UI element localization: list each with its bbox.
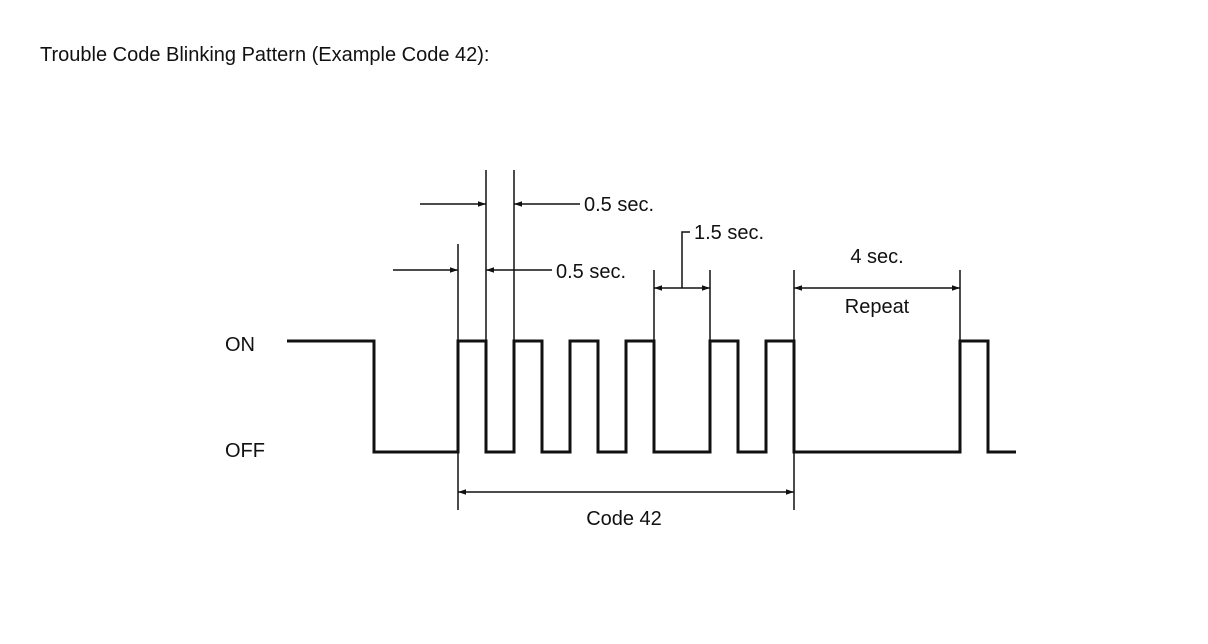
repeat-pause-label: 4 sec. [850, 246, 903, 268]
page-title: Trouble Code Blinking Pattern (Example C… [40, 44, 490, 66]
blink-waveform [287, 339, 1016, 454]
code-label: Code 42 [586, 508, 662, 530]
on-duration-label: 0.5 sec. [584, 194, 654, 216]
repeat-label: Repeat [845, 296, 910, 318]
digit-pause-dimension [654, 231, 710, 291]
on-level-label: ON [225, 334, 255, 356]
off-duration-label: 0.5 sec. [556, 261, 626, 283]
off-level-label: OFF [225, 440, 265, 462]
extension-lines [457, 170, 961, 510]
digit-pause-label: 1.5 sec. [694, 222, 764, 244]
